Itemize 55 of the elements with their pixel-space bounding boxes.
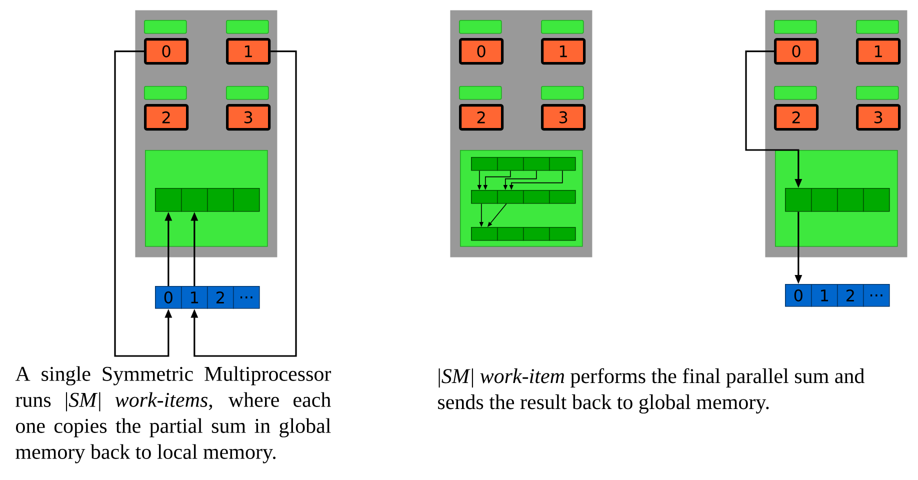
memory-cell	[523, 190, 550, 204]
status-bar	[856, 20, 899, 34]
status-bar	[541, 86, 584, 100]
work-item-box: 2	[144, 104, 189, 131]
global-memory-cell: 1	[811, 284, 838, 307]
status-bar	[459, 20, 502, 34]
work-item-box: 3	[226, 104, 271, 131]
global-memory-cell: 1	[181, 286, 208, 309]
memory-cell	[497, 190, 524, 204]
status-bar	[226, 86, 269, 100]
caption-text: A single Symmetric Multiprocessor runs |SM| work-items, where each one copies the partial sum in global memory back to local memory.	[15, 366, 332, 464]
status-bar	[774, 86, 817, 100]
status-bar	[856, 86, 899, 100]
global-memory-cell: 2	[837, 284, 864, 307]
work-item-box: 1	[856, 38, 901, 65]
work-item-box: 3	[856, 104, 901, 131]
status-bar	[144, 86, 187, 100]
memory-cell	[837, 188, 864, 212]
memory-cell	[497, 157, 524, 171]
memory-cell	[181, 188, 208, 212]
status-bar	[459, 86, 502, 100]
memory-cell	[863, 188, 890, 212]
status-bar	[144, 20, 187, 34]
memory-cell	[549, 157, 576, 171]
memory-cell	[549, 190, 576, 204]
caption-text: |SM| work-item performs the final parallel sum and sends the result back to global memory.	[438, 368, 864, 414]
global-memory-cell: ...	[863, 284, 890, 307]
work-item-box: 2	[459, 104, 504, 131]
status-bar	[226, 20, 269, 34]
memory-cell	[497, 227, 524, 241]
work-item-box: 0	[459, 38, 504, 65]
memory-cell	[523, 157, 550, 171]
memory-cell	[785, 188, 812, 212]
work-item-box: 3	[541, 104, 586, 131]
work-item-box: 0	[774, 38, 819, 65]
memory-cell	[207, 188, 234, 212]
arrow	[190, 50, 297, 357]
work-item-box: 1	[226, 38, 271, 65]
memory-cell	[155, 188, 182, 212]
work-item-box: 2	[774, 104, 819, 131]
global-memory-cell: 2	[207, 286, 234, 309]
memory-cell	[471, 190, 498, 204]
global-memory-cell: 0	[155, 286, 182, 309]
memory-cell	[811, 188, 838, 212]
status-bar	[774, 20, 817, 34]
status-bar	[541, 20, 584, 34]
global-memory-cell: 0	[785, 284, 812, 307]
memory-cell	[523, 227, 550, 241]
work-item-box: 0	[144, 38, 189, 65]
memory-cell	[471, 157, 498, 171]
memory-cell	[233, 188, 260, 212]
global-memory-cell: ...	[233, 286, 260, 309]
memory-cell	[549, 227, 576, 241]
work-item-box: 1	[541, 38, 586, 65]
memory-cell	[471, 227, 498, 241]
